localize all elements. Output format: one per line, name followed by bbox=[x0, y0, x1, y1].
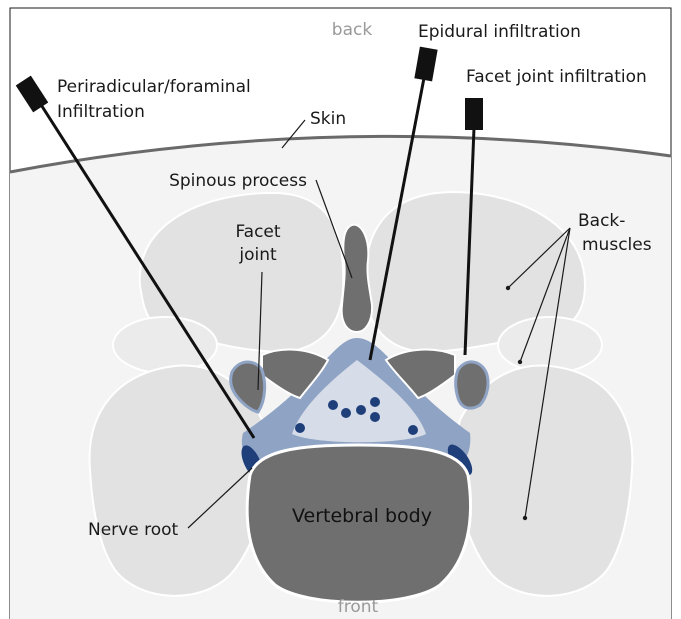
label-vertebral-body: Vertebral body bbox=[292, 505, 432, 527]
label-periradicular-line1: Periradicular/foraminal bbox=[57, 77, 251, 97]
label-back-muscles-line1: Back- bbox=[578, 211, 625, 231]
label-facet-joint-infiltration: Facet joint infiltration bbox=[466, 67, 647, 87]
label-back-muscles-line2: muscles bbox=[582, 235, 652, 255]
label-facet-joint-line2: joint bbox=[238, 245, 277, 265]
spinous-process bbox=[342, 225, 372, 332]
label-front: front bbox=[338, 597, 379, 617]
muscle-target-dot bbox=[506, 286, 510, 290]
muscle-target-dot bbox=[523, 516, 527, 520]
nerve-dot bbox=[295, 423, 305, 433]
label-back: back bbox=[332, 20, 373, 40]
nerve-dot bbox=[328, 400, 338, 410]
label-periradicular-line2: Infiltration bbox=[57, 102, 145, 122]
accessory-muscle-left bbox=[113, 317, 217, 373]
nerve-dot bbox=[370, 412, 380, 422]
nerve-dot bbox=[408, 425, 418, 435]
label-skin: Skin bbox=[310, 109, 346, 129]
label-epidural-infiltration: Epidural infiltration bbox=[418, 22, 581, 42]
nerve-dot bbox=[356, 405, 366, 415]
label-spinous-process: Spinous process bbox=[169, 171, 307, 191]
needle-hub-facet bbox=[465, 98, 483, 130]
facet-joint-right bbox=[456, 362, 488, 408]
accessory-muscle-right bbox=[498, 317, 602, 373]
nerve-dot bbox=[370, 397, 380, 407]
nerve-dot bbox=[341, 408, 351, 418]
label-facet-joint-line1: Facet bbox=[235, 222, 280, 242]
label-nerve-root: Nerve root bbox=[88, 520, 179, 540]
muscle-target-dot bbox=[518, 360, 522, 364]
